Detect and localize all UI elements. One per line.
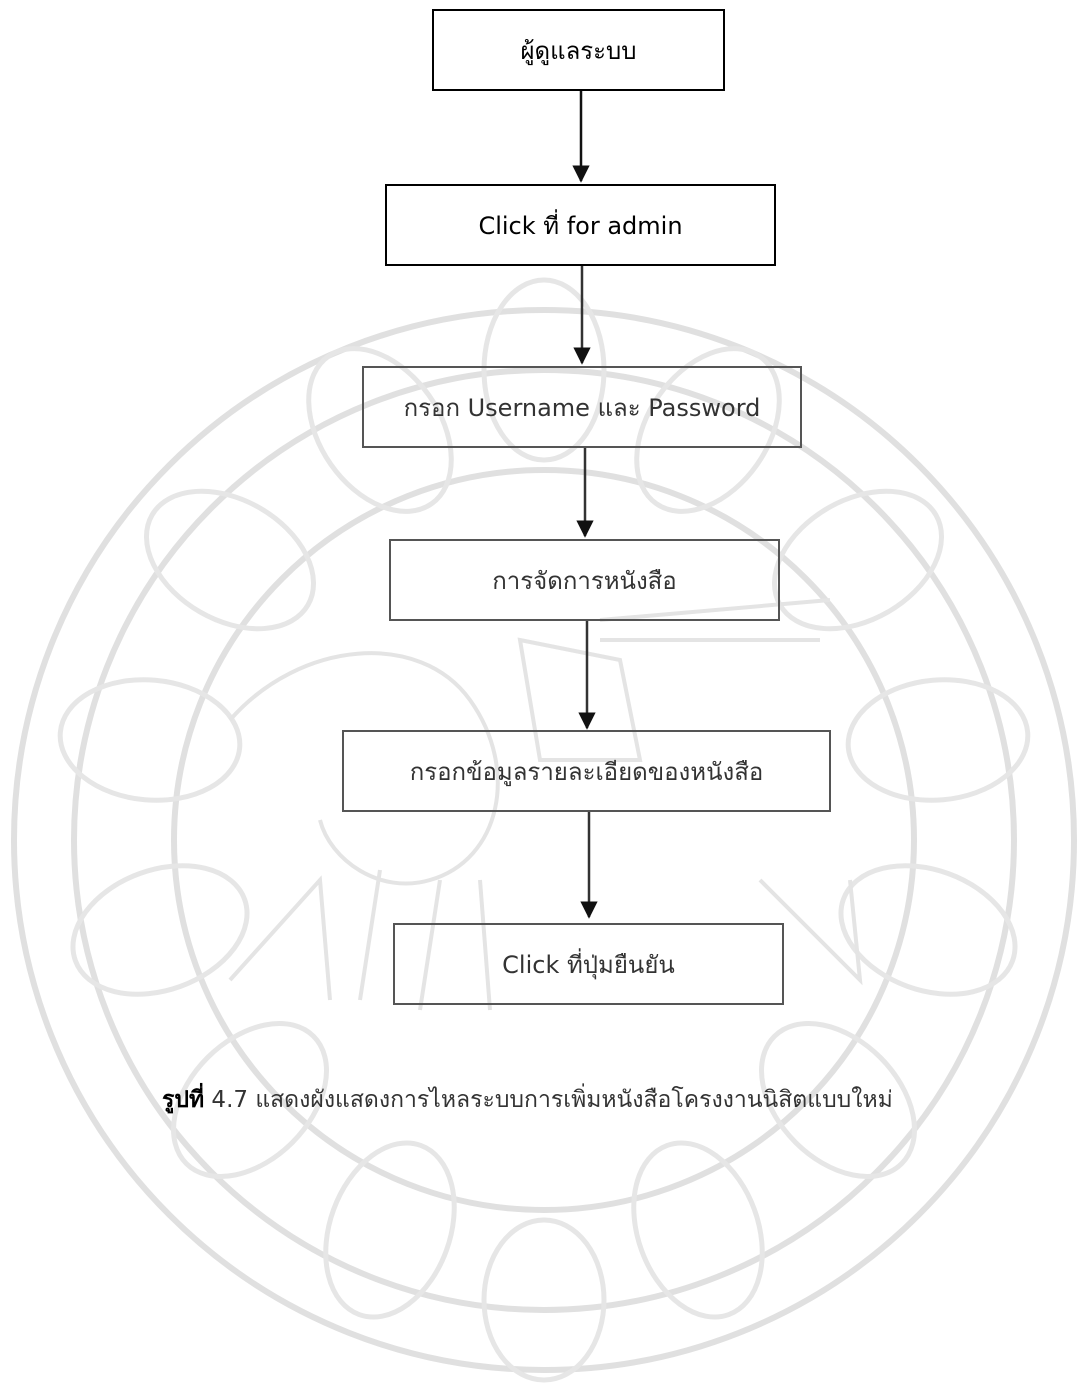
node-click-confirm-label: Click ที่ปุ่มยืนยัน [502,950,675,979]
figure-caption-label: รูปที่ [162,1087,205,1113]
node-click-for-admin-label: Click ที่ for admin [478,211,683,240]
node-click-confirm: Click ที่ปุ่มยืนยัน [393,923,784,1005]
node-manage-books: การจัดการหนังสือ [389,539,780,621]
node-admin: ผู้ดูแลระบบ [432,9,725,91]
node-click-for-admin: Click ที่ for admin [385,184,776,266]
node-enter-book-details: กรอกข้อมูลรายละเอียดของหนังสือ [342,730,831,812]
node-enter-credentials: กรอก Username และ Password [362,366,802,448]
figure-caption: รูปที่ 4.7 แสดงผังแสดงการไหลระบบการเพิ่ม… [162,1082,893,1118]
node-enter-book-details-label: กรอกข้อมูลรายละเอียดของหนังสือ [409,757,764,786]
node-manage-books-label: การจัดการหนังสือ [492,566,677,595]
figure-caption-text: 4.7 แสดงผังแสดงการไหลระบบการเพิ่มหนังสือ… [204,1087,893,1113]
node-enter-credentials-label: กรอก Username และ Password [403,393,761,422]
node-admin-label: ผู้ดูแลระบบ [520,36,637,65]
